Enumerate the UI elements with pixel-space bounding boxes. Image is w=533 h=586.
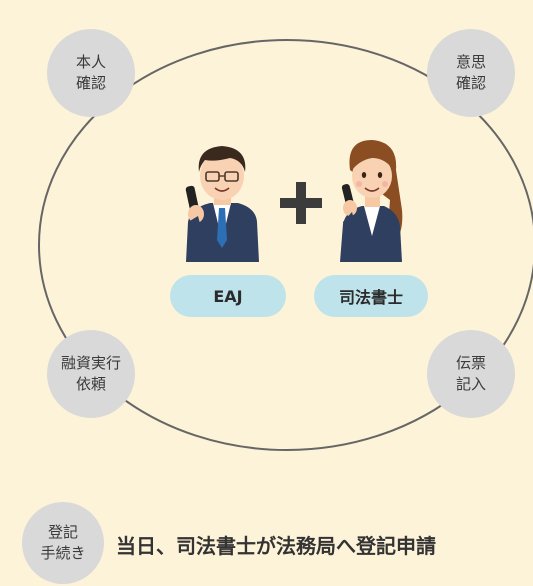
scrivener-label: 司法書士 — [314, 275, 428, 317]
scrivener-illustration — [340, 140, 403, 262]
eaj-label: EAJ — [170, 275, 286, 317]
eaj-staff-illustration — [185, 146, 259, 262]
loan-execution-request-node: 融資実行 依頼 — [47, 330, 135, 418]
slip-entry-node: 伝票 記入 — [427, 330, 515, 418]
intent-check-node: 意思 確認 — [427, 29, 515, 117]
cycle-circle — [38, 39, 533, 451]
registration-procedure-node: 登記 手続き — [22, 502, 104, 584]
registration-step-description: 当日、司法書士が法務局へ登記申請 — [116, 534, 436, 558]
identity-check-node: 本人 確認 — [47, 29, 135, 117]
plus-icon — [280, 182, 322, 224]
